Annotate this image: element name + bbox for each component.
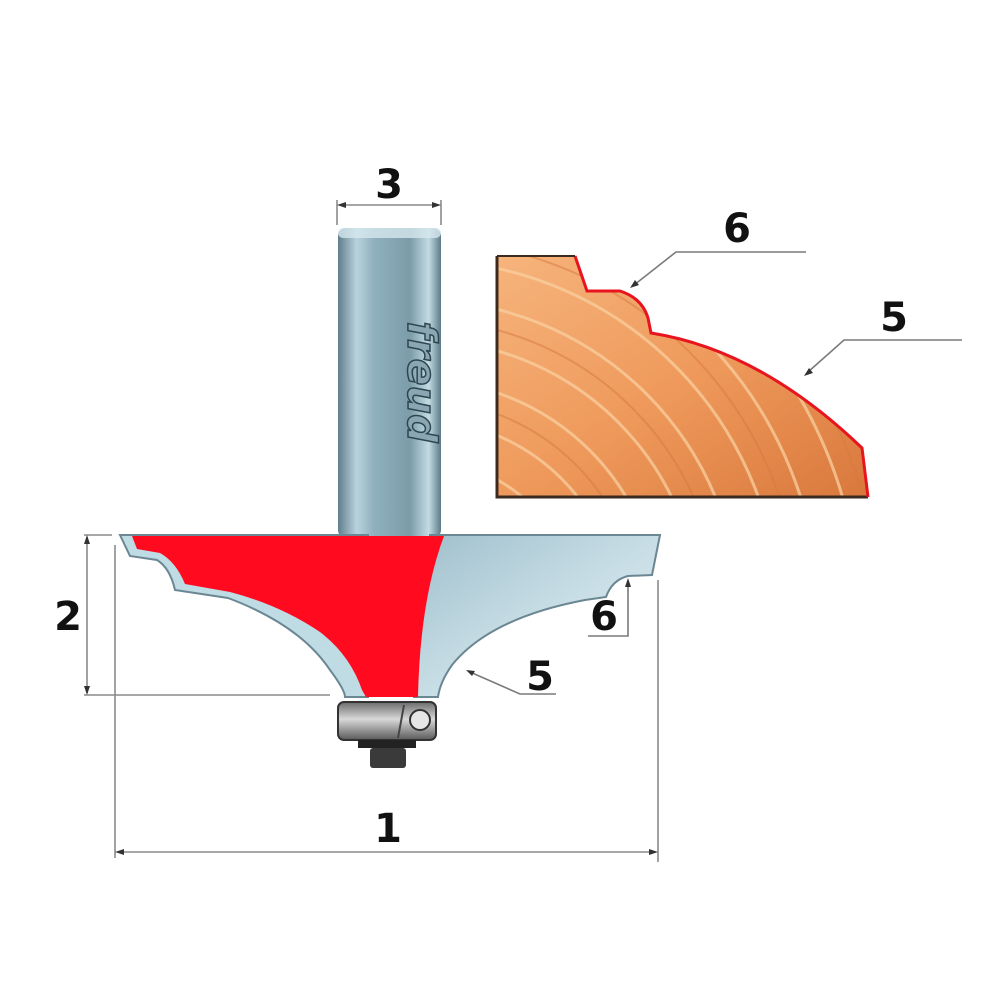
label-6-bit: 6 [590, 594, 618, 640]
wood-profile-step-callout: 6 [630, 206, 806, 288]
label-2: 2 [54, 594, 82, 640]
cut-profile-edge [573, 255, 870, 498]
label-1: 1 [374, 806, 402, 852]
bearing [337, 701, 437, 768]
brand-logo: freud [398, 321, 444, 443]
cutter-body [118, 534, 662, 698]
label-6-wood: 6 [723, 206, 751, 252]
shank: freud [338, 228, 445, 538]
dimension-shank-diameter: 3 [336, 162, 442, 225]
label-3: 3 [375, 162, 403, 208]
workpiece [495, 255, 870, 499]
dimension-cutting-height: 2 [54, 534, 330, 696]
red-cutter-body [132, 536, 444, 697]
bit-profile-radius-callout: 5 [466, 654, 556, 700]
label-5-bit: 5 [526, 654, 554, 700]
label-5-wood: 5 [880, 295, 908, 341]
wood-profile-radius-callout: 5 [804, 295, 962, 376]
bit-profile-step-callout: 6 [588, 578, 631, 640]
dimension-overall-diameter: 1 [114, 545, 659, 862]
steel-cutter-wing [412, 534, 662, 698]
